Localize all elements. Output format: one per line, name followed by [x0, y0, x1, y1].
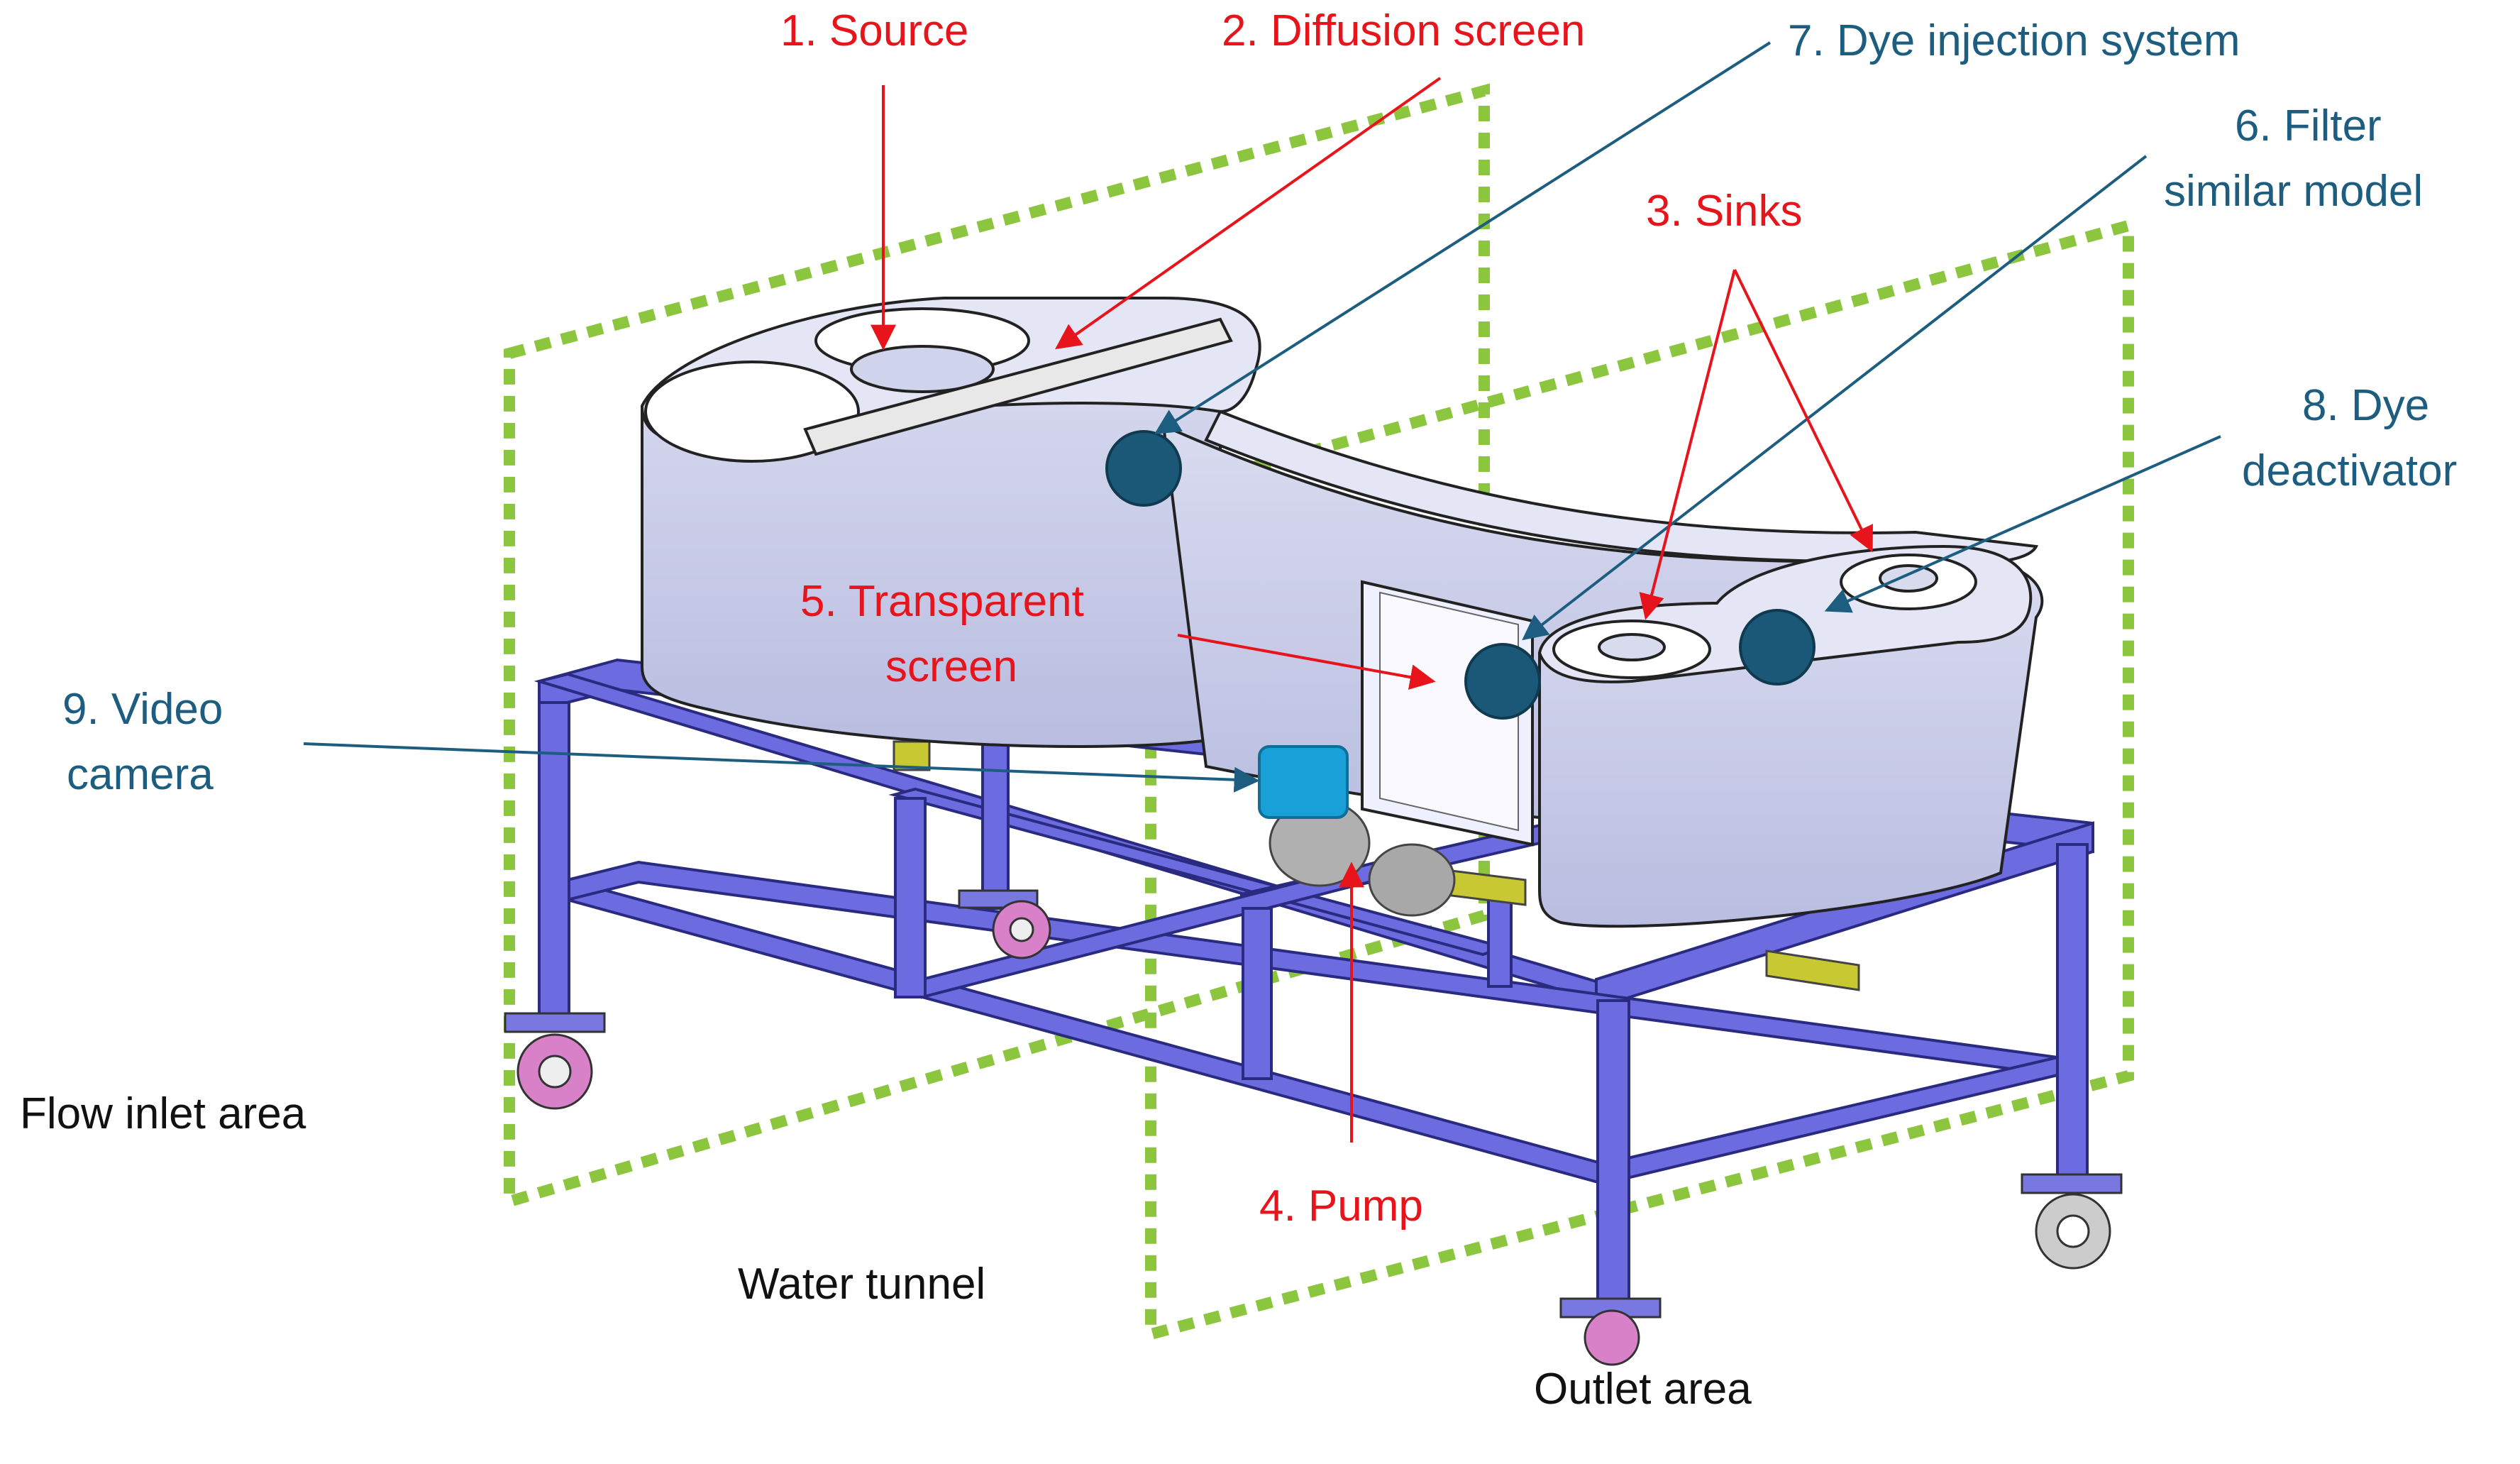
- label-flow-inlet: Flow inlet area: [20, 1089, 306, 1138]
- dye-deactivator-marker: [1739, 609, 1816, 686]
- dye-injection-marker: [1105, 430, 1182, 507]
- label-dye-injection: 7. Dye injection system: [1788, 16, 2240, 65]
- label-dye-deactivator-line2: deactivator: [2242, 446, 2457, 495]
- label-transparent-line1: 5. Transparent: [800, 577, 1084, 626]
- label-source: 1. Source: [780, 6, 968, 55]
- leader-lines: [303, 41, 2221, 1143]
- label-filter-line2: similar model: [2164, 167, 2423, 216]
- label-water-tunnel: Water tunnel: [738, 1260, 985, 1309]
- filter-marker: [1464, 643, 1541, 720]
- label-camera-line1: 9. Video: [62, 685, 223, 734]
- label-dye-deactivator-line1: 8. Dye: [2302, 381, 2429, 430]
- label-diffusion-screen: 2. Diffusion screen: [1222, 6, 1585, 55]
- flow-inlet-plane: [504, 83, 1490, 1209]
- label-transparent-line2: screen: [885, 642, 1017, 691]
- label-pump: 4. Pump: [1259, 1182, 1423, 1231]
- label-sinks: 3. Sinks: [1646, 187, 1803, 236]
- video-camera-icon: [1258, 745, 1349, 819]
- label-outlet: Outlet area: [1534, 1365, 1752, 1414]
- caster-wheels: [504, 889, 2123, 1366]
- label-camera-line2: camera: [67, 750, 214, 799]
- label-filter-line1: 6. Filter: [2235, 101, 2382, 150]
